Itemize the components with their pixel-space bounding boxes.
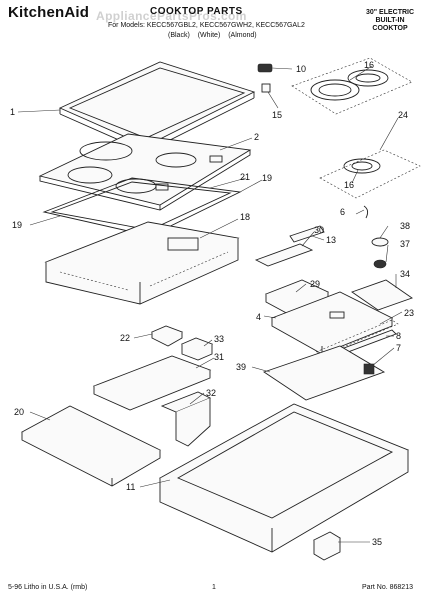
callout-2: 2 <box>254 132 259 142</box>
callout-13: 13 <box>326 235 336 245</box>
callout-1: 1 <box>10 107 15 117</box>
model-numbers: For Models: KECC567GBL2, KECC567GWH2, KE… <box>108 22 305 29</box>
part-glass-top <box>38 133 252 211</box>
callout-16-top: 16 <box>364 60 374 70</box>
callout-19-left: 19 <box>12 220 22 230</box>
callout-39: 39 <box>236 362 246 372</box>
callout-24: 24 <box>398 110 408 120</box>
appliance-type-line-3: COOKTOP <box>372 25 408 32</box>
part-clips <box>363 205 389 269</box>
callout-20: 20 <box>14 407 24 417</box>
callout-4: 4 <box>256 312 261 322</box>
callout-30: 30 <box>314 225 324 235</box>
appliance-type-line-2: BUILT-IN <box>375 17 405 24</box>
footer-page-number: 1 <box>212 584 216 591</box>
diagram-title: COOKTOP PARTS <box>150 6 243 17</box>
callout-6: 6 <box>340 207 345 217</box>
part-rail <box>351 279 413 311</box>
part-block <box>150 325 184 347</box>
leader-lines <box>17 65 403 543</box>
watermark: AppliancePartsPros.com <box>96 9 247 23</box>
part-base <box>158 403 410 553</box>
model-colors: (Black) (White) (Almond) <box>168 32 257 39</box>
callout-11: 11 <box>126 482 135 492</box>
callout-10: 10 <box>296 64 306 74</box>
callout-23: 23 <box>404 308 414 318</box>
footer-part-number: Part No. 868213 <box>362 584 413 591</box>
callout-22: 22 <box>120 333 130 343</box>
callout-7: 7 <box>396 343 401 353</box>
callout-35: 35 <box>372 537 382 547</box>
callout-38: 38 <box>400 221 410 231</box>
part-brackets <box>254 225 325 267</box>
callout-34: 34 <box>400 269 410 279</box>
callout-29: 29 <box>310 279 320 289</box>
part-side-pieces <box>92 337 214 447</box>
part-mount-bracket <box>313 531 341 561</box>
callout-19-right: 19 <box>262 173 272 183</box>
part-tray <box>270 291 394 355</box>
callout-21: 21 <box>240 172 250 182</box>
part-heating-elements <box>291 57 421 199</box>
brand-logo: KitchenAid <box>8 4 90 21</box>
callout-31: 31 <box>214 352 224 362</box>
callout-labels: 1 2 4 6 7 8 10 11 13 15 16 16 18 19 19 2… <box>10 60 414 547</box>
callout-33: 33 <box>214 334 224 344</box>
callout-8: 8 <box>396 331 401 341</box>
footer-litho: 5-96 Litho in U.S.A. (rmb) <box>8 584 88 591</box>
appliance-type: 30" ELECTRIC BUILT-IN COOKTOP <box>366 9 414 33</box>
part-plate <box>262 345 386 401</box>
callout-18: 18 <box>240 212 250 222</box>
part-knob <box>257 63 273 93</box>
callout-16-bottom: 16 <box>344 180 354 190</box>
appliance-type-line-1: 30" ELECTRIC <box>366 9 415 16</box>
part-side-panel <box>21 405 161 487</box>
callout-37: 37 <box>400 239 410 249</box>
part-burner-box <box>44 221 240 305</box>
callout-32: 32 <box>206 388 216 398</box>
callout-15: 15 <box>272 110 282 120</box>
